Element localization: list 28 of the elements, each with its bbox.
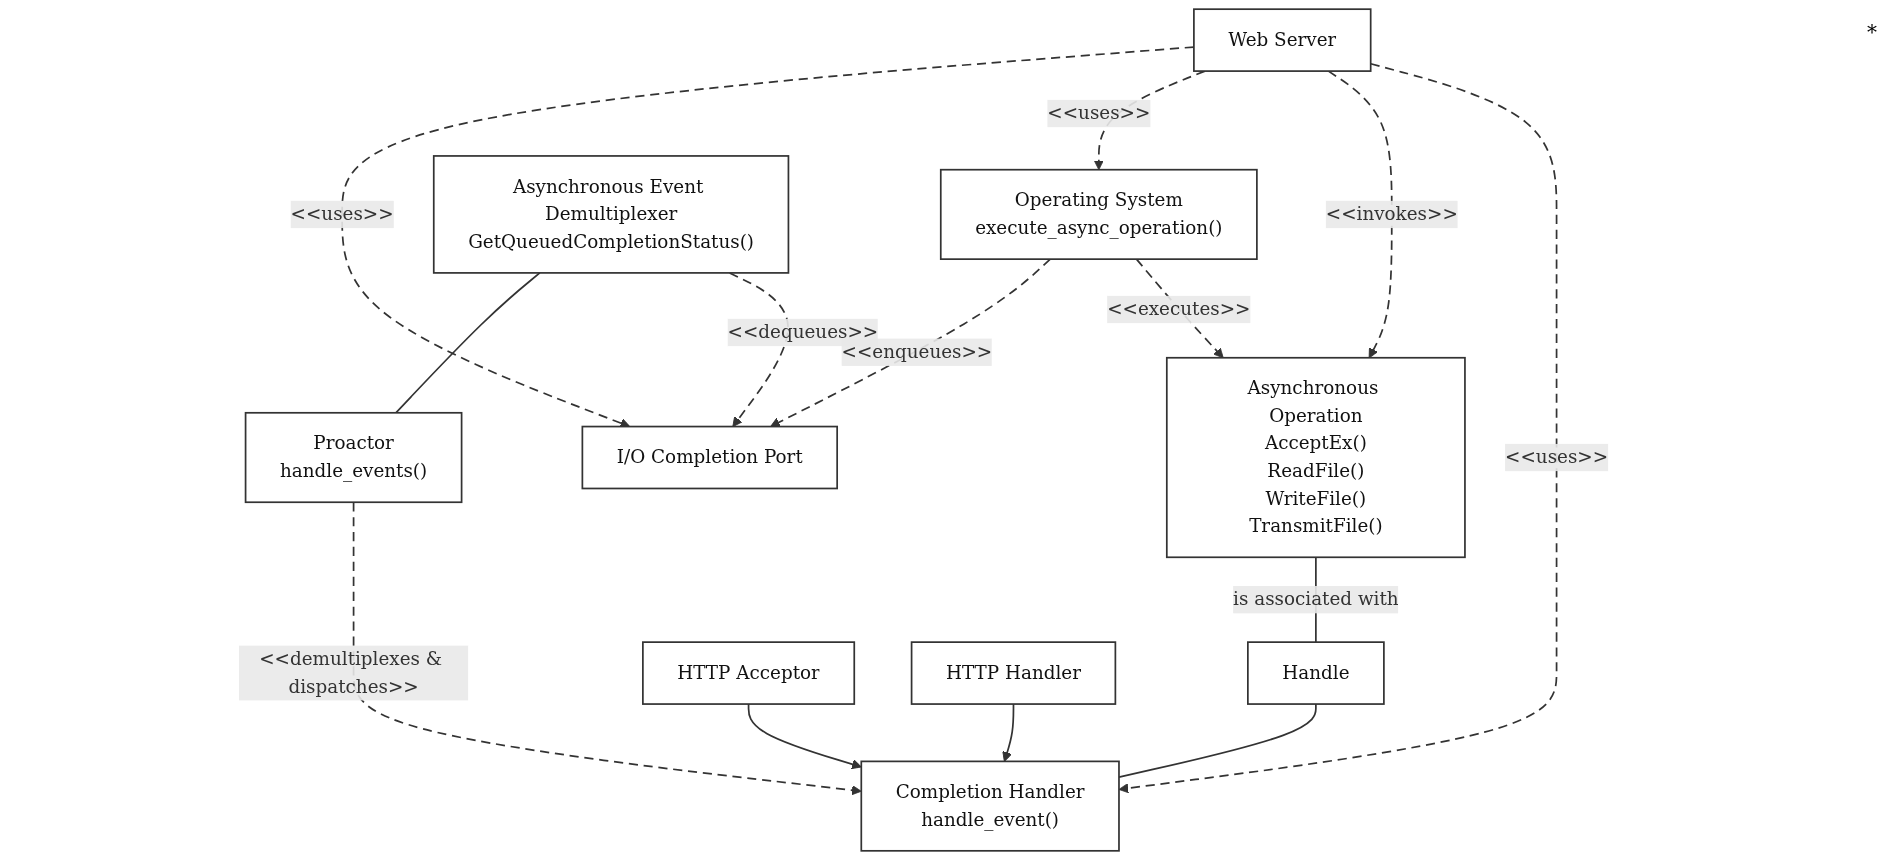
node-box: HTTP Handler [910,641,1117,705]
arrow [1118,62,1558,794]
node-box: Proactor handle_events() [244,411,463,504]
edge-label: <<enqueues>> [841,340,993,363]
node-box: HTTP Acceptor [642,641,856,705]
node-box: Asynchronous Operation AcceptEx() ReadFile() WriteFile() TransmitFile() [1165,356,1466,559]
arrow [1002,703,1015,762]
arrow [352,501,862,796]
edge-label: <<dequeues>> [727,321,879,343]
edge-label: <<uses>> [290,202,394,225]
edge-label: <<invokes>> [1325,202,1458,225]
edge-label: <<executes>> [1107,297,1251,320]
node-box: Web Server [1193,8,1372,72]
connector [1118,703,1317,778]
edge-label: <<demultiplexes & dispatches>> [259,647,443,698]
multiplicity-label: * [1867,20,1877,44]
node-box: Handle [1247,641,1385,705]
arrow [747,703,862,770]
node-box: Completion Handler handle_event() [860,760,1120,852]
node-box: Asynchronous Event Demultiplexer GetQueuedCompletionStatus() [432,155,790,274]
edge-label: <<uses>> [1505,446,1609,468]
edge-label: <<uses>> [1047,102,1151,124]
connector [395,272,541,414]
edge-label: is associated with [1233,588,1399,611]
arrow [1327,70,1393,359]
arrow [770,258,1052,427]
node-box: Operating System execute_async_operation() [939,168,1258,260]
node-box: I/O Completion Port [581,425,838,490]
